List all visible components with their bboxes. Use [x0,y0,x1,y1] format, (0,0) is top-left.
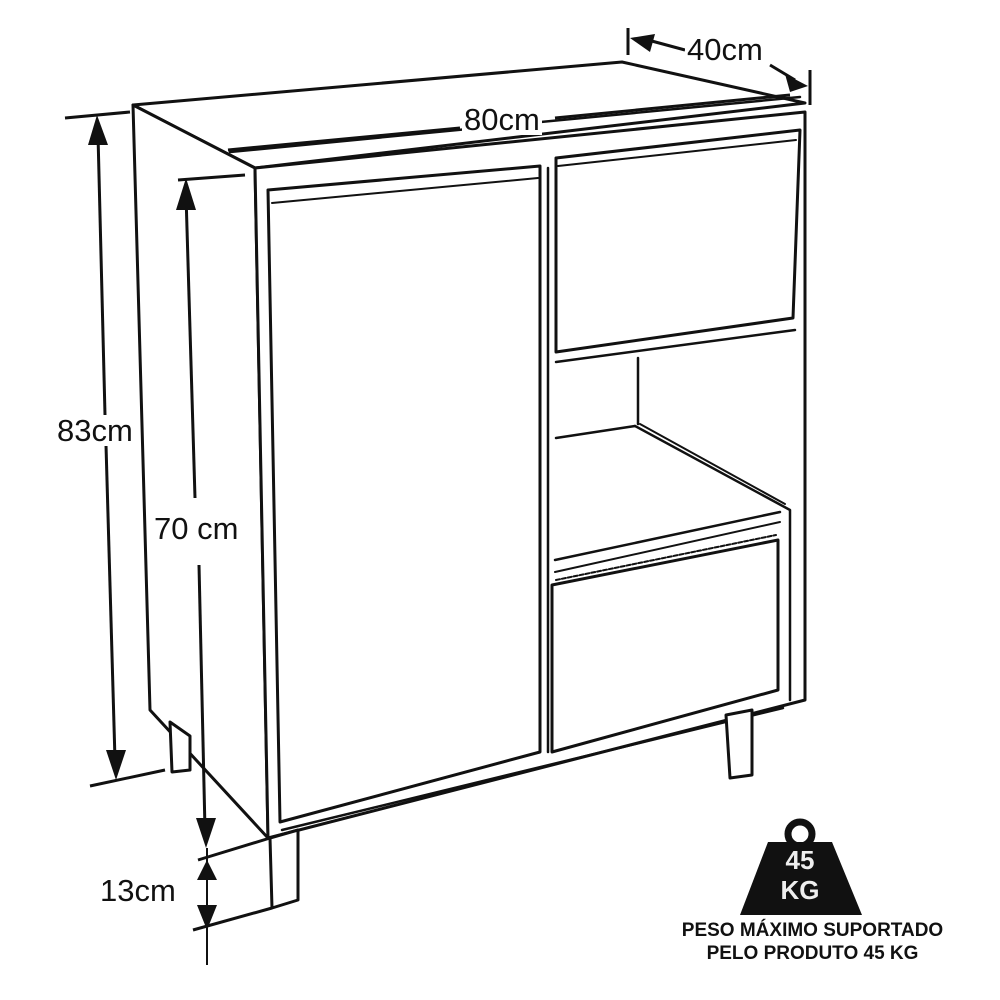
weight-icon [740,818,862,915]
total-height-dimension-line [64,110,166,788]
leg-height-dimension-line [192,836,273,965]
legs [168,708,754,910]
left-door [266,164,542,824]
max-load-caption: PESO MÁXIMO SUPORTADO PELO PRODUTO 45 KG [640,920,985,966]
lower-drawer [550,534,780,754]
caption-line-1: PESO MÁXIMO SUPORTADO [681,920,944,941]
leg-height-label: 13cm [98,873,178,908]
total-height-label: 83cm [55,413,135,448]
caption-line-2: PELO PRODUTO 45 KG [706,942,919,964]
side-panel [131,103,270,840]
front-frame [253,110,807,840]
body-height-dimension-line [176,173,246,848]
open-niche [553,356,792,702]
plinth [280,706,785,832]
weight-value: 45 [785,845,815,875]
depth-label: 40cm [685,32,765,67]
weight-unit: KG [780,875,820,905]
width-label: 80cm [462,102,542,137]
depth-dimension-line [626,28,812,105]
leg-back-left [168,720,192,774]
body-height-label: 70 cm [152,511,241,546]
leg-front-right [724,708,754,780]
weight-badge: 45 KG [740,820,860,915]
upper-drawer [554,128,802,364]
leg-front-left [268,828,300,910]
width-dimension-line [227,93,791,152]
